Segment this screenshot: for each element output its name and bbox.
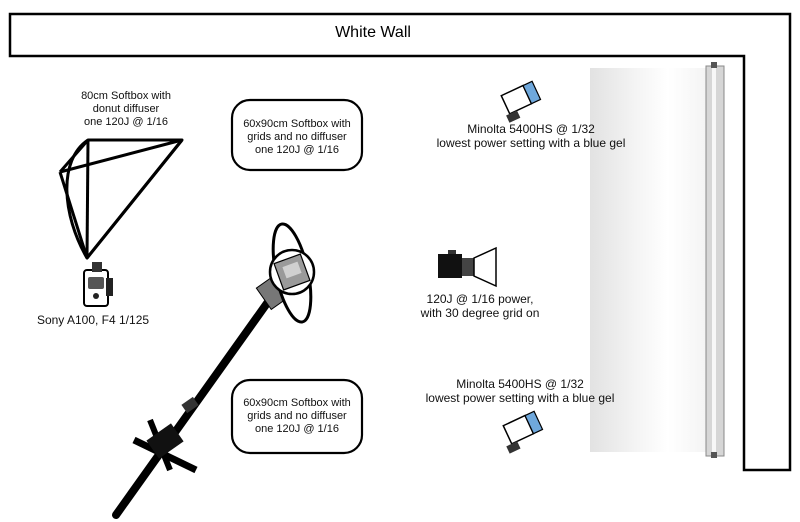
softbox-bottom-line: 60x90cm Softbox with (243, 397, 351, 409)
softbox-bottom-box (230, 378, 364, 455)
softbox-top-line: 60x90cm Softbox with (243, 118, 351, 130)
boom-light-icon (112, 222, 316, 519)
grid-spot-line: 120J @ 1/16 power, (426, 292, 534, 306)
softbox-top-box (230, 98, 364, 172)
grid-spot-line: with 30 degree grid on (420, 306, 540, 320)
softbox-bottom-label: 60x90cm Softbox with grids and no diffus… (232, 397, 362, 436)
backdrop-roll-icon (590, 62, 725, 458)
flash-top-line: lowest power setting with a blue gel (436, 136, 626, 150)
softbox-bottom-line: one 120J @ 1/16 (255, 423, 339, 435)
octabox-label: 80cm Softbox with donut diffuser one 120… (60, 90, 192, 129)
grid-spot-icon (438, 246, 497, 288)
softbox-bottom-line: grids and no diffuser (247, 410, 347, 422)
softbox-top-label: 60x90cm Softbox with grids and no diffus… (232, 118, 362, 157)
flash-icon (500, 80, 542, 123)
camera-label: Sony A100, F4 1/125 (36, 313, 150, 327)
flash-bottom-line: lowest power setting with a blue gel (425, 391, 615, 405)
flash-bottom-icon (502, 410, 544, 454)
octabox-label-line: donut diffuser (92, 103, 160, 115)
octabox-label-line: 80cm Softbox with (81, 90, 171, 102)
octabox-icon (58, 138, 184, 260)
octabox-label-line: one 120J @ 1/16 (84, 116, 168, 128)
flash-top-line: Minolta 5400HS @ 1/32 (467, 122, 595, 136)
softbox-top-line: grids and no diffuser (247, 131, 347, 143)
flash-bottom-label: Minolta 5400HS @ 1/32 lowest power setti… (405, 377, 635, 405)
wall-title: White Wall (335, 24, 411, 41)
flash-bottom-line: Minolta 5400HS @ 1/32 (456, 377, 584, 391)
camera-icon (83, 262, 113, 307)
flash-top-label: Minolta 5400HS @ 1/32 lowest power setti… (416, 122, 646, 150)
softbox-top-line: one 120J @ 1/16 (255, 144, 339, 156)
white-wall (8, 12, 792, 472)
grid-spot-label: 120J @ 1/16 power, with 30 degree grid o… (400, 292, 560, 320)
